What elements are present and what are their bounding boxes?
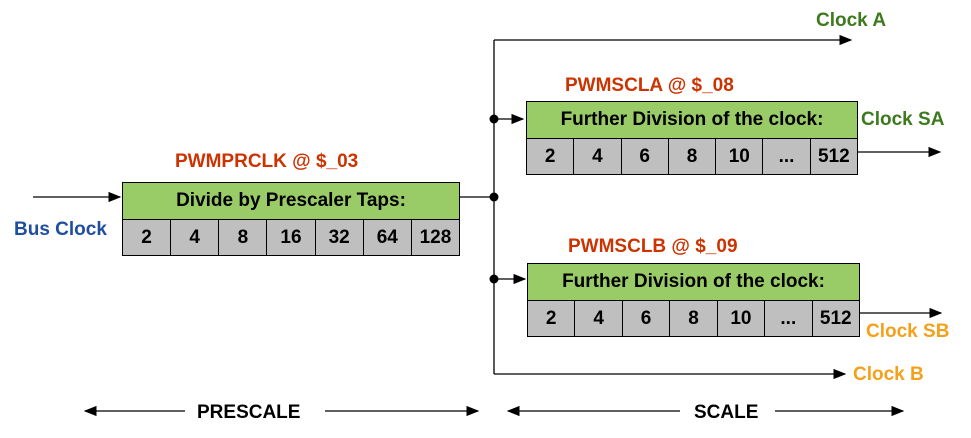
scaler-b-register-label: PWMSCLB @ $_09	[568, 236, 738, 257]
scaler-b-taps: 2 4 6 8 10 ... 512	[528, 301, 859, 336]
scaler-a-taps: 2 4 6 8 10 ... 512	[527, 139, 857, 174]
scaler-b-tap: 512	[819, 307, 852, 329]
scaler-a-tap: ...	[763, 139, 811, 174]
clock-a-label: Clock A	[816, 10, 887, 31]
prescale-section-label: PRESCALE	[197, 402, 301, 423]
prescaler-tap: 8	[219, 220, 268, 255]
prescaler-taps: 2 4 8 16 32 64 128	[123, 220, 459, 255]
clock-sb-label: Clock SB	[866, 321, 950, 342]
scaler-b-tap: 4	[575, 301, 623, 336]
junction-dot-a	[489, 114, 499, 124]
scale-section-label: SCALE	[694, 402, 759, 423]
scaler-a-title: Further Division of the clock:	[527, 102, 857, 139]
scaler-a-register-label: PWMSCLA @ $_08	[565, 75, 734, 96]
prescaler-tap: 64	[364, 220, 412, 255]
junction-dot-main	[489, 192, 499, 202]
scaler-b-tap: 6	[623, 301, 671, 336]
prescaler-tap: 2	[123, 220, 172, 255]
scaler-b-tap: 8	[670, 301, 718, 336]
scaler-b-tap: ...	[765, 301, 813, 336]
prescaler-tap: 128	[419, 226, 452, 248]
scaler-a-tap: 8	[669, 139, 717, 174]
junction-dot-b	[489, 274, 499, 284]
scaler-a-tap: 10	[716, 139, 764, 174]
scaler-b-title: Further Division of the clock:	[528, 264, 859, 301]
scaler-b-tap: 2	[528, 301, 576, 336]
scaler-a-box: Further Division of the clock: 2 4 6 8 1…	[526, 101, 858, 175]
scaler-a-tap: 2	[527, 139, 575, 174]
scaler-b-box: Further Division of the clock: 2 4 6 8 1…	[527, 263, 860, 337]
clock-b-label: Clock B	[853, 364, 924, 385]
bus-clock-label: Bus Clock	[14, 219, 107, 240]
scaler-a-tap: 512	[817, 145, 850, 167]
scaler-b-tap: 10	[718, 301, 766, 336]
scaler-a-tap: 6	[622, 139, 669, 174]
prescaler-title: Divide by Prescaler Taps:	[123, 183, 459, 220]
prescaler-tap: 16	[267, 220, 316, 255]
clock-sa-label: Clock SA	[861, 109, 945, 130]
scaler-a-tap: 4	[574, 139, 622, 174]
prescaler-box: Divide by Prescaler Taps: 2 4 8 16 32 64…	[122, 182, 460, 256]
prescaler-register-label: PWMPRCLK @ $_03	[175, 151, 359, 172]
prescaler-tap: 32	[316, 220, 364, 255]
prescaler-tap: 4	[171, 220, 220, 255]
